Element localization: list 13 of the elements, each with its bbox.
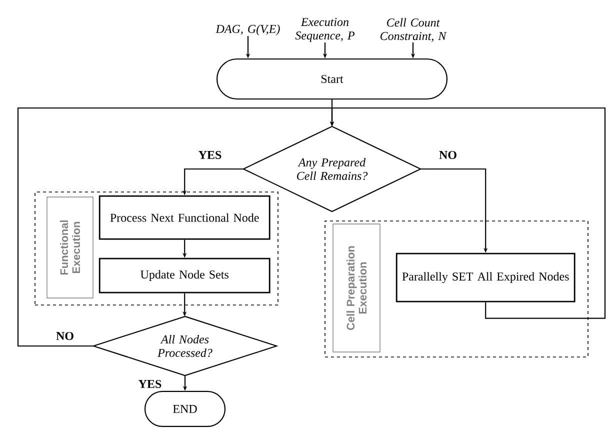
group-label: Cell Preparation Execution (332, 224, 380, 352)
input-label: Cell Count Constraint, N (380, 18, 447, 42)
group-label: Functional Execution (46, 196, 94, 298)
edge-label: NO (56, 332, 74, 340)
arrow (17, 107, 334, 347)
edge-label: YES (198, 150, 222, 160)
edge-label: YES (138, 380, 162, 388)
input-label: Execution Sequence, P (295, 18, 355, 42)
input-label: DAG, G(V,E) (216, 24, 280, 36)
edge-label: NO (439, 150, 456, 160)
process-box: Parallelly SET All Expired Nodes (396, 252, 576, 302)
process-box: Process Next Functional Node (98, 195, 270, 240)
process-box: Update Node Sets (98, 258, 270, 294)
